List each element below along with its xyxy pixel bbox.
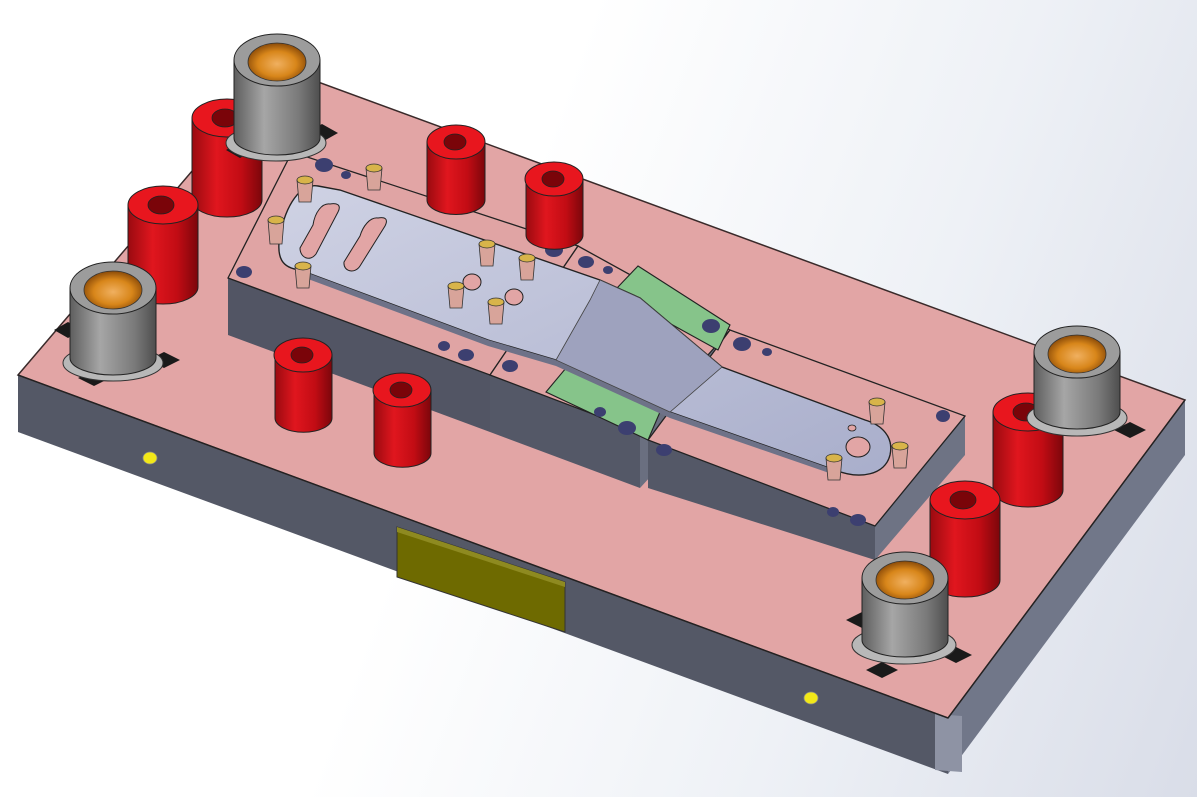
guide-post — [426, 124, 486, 215]
pilot-pin — [447, 281, 465, 309]
pilot-pin — [365, 163, 383, 191]
die-shoe-chamfer — [935, 714, 962, 772]
marker-dot — [803, 691, 819, 705]
guide-bushings[interactable] — [54, 33, 1146, 678]
guide-post — [372, 372, 432, 468]
blank-hole — [504, 288, 524, 306]
pilot-pin — [296, 175, 314, 203]
guide-bushing — [1026, 325, 1146, 438]
pilot-pin — [825, 453, 843, 481]
guide-bushing — [54, 261, 180, 386]
blank-hole — [847, 424, 857, 432]
blank-hole — [462, 273, 482, 291]
pilot-pin — [891, 441, 909, 469]
pilot-pin — [487, 297, 505, 325]
blank-hole — [845, 436, 871, 458]
slot — [299, 203, 340, 259]
pilot-pin — [868, 397, 886, 425]
pilot-pin — [267, 215, 285, 245]
sheet-metal-blank[interactable] — [278, 185, 892, 476]
guide-posts[interactable] — [127, 98, 1064, 598]
bend-zone — [555, 279, 723, 413]
guide-post — [273, 337, 333, 433]
pilot-pin — [294, 261, 312, 289]
pilot-pin — [518, 253, 536, 281]
guide-post — [524, 161, 584, 250]
pilot-pins — [267, 163, 909, 481]
pilot-pin — [478, 239, 496, 267]
marker-dot — [142, 451, 158, 465]
slot — [343, 217, 387, 272]
guide-bushing — [225, 33, 338, 162]
die-shoe-right-face — [948, 400, 1185, 774]
guide-bushing — [846, 551, 972, 678]
